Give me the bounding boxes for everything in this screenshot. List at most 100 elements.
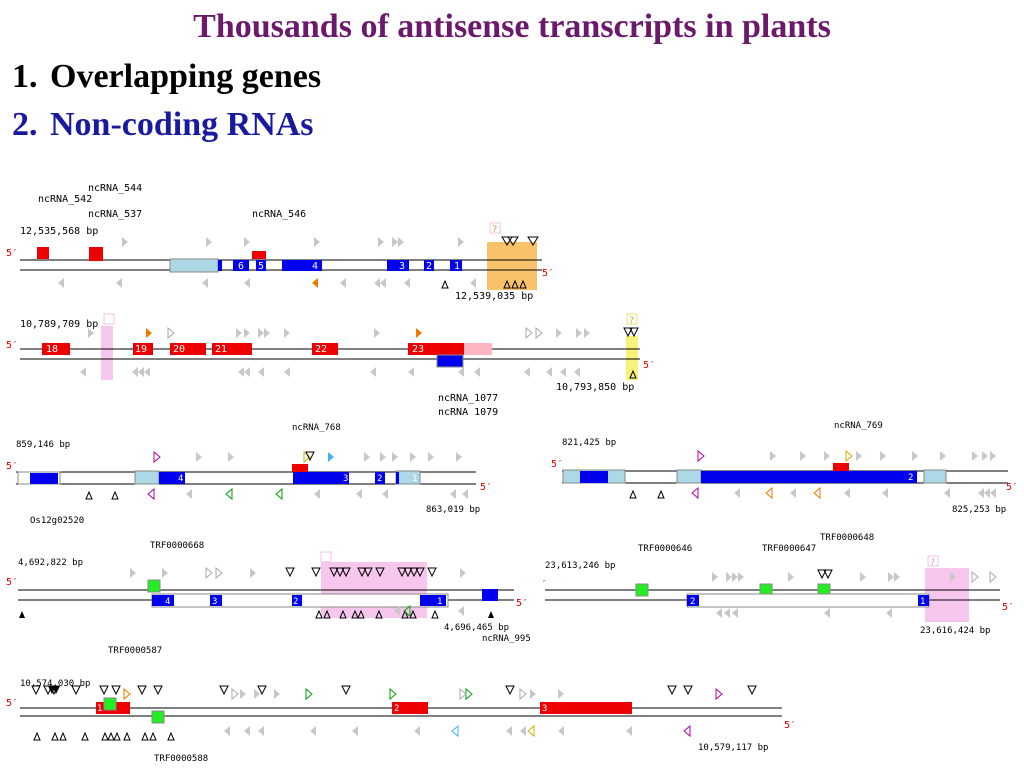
ncrna-label: ncRNA_546 — [252, 209, 306, 220]
point-1-number: 1. — [12, 58, 38, 95]
tss-markers — [623, 327, 639, 379]
utr-region — [676, 469, 702, 484]
purple-arrow — [147, 487, 155, 501]
track-5: TRF0000668 4,692,822 bp 5′ 4 3 2 1 — [6, 541, 531, 644]
track-3: ncRNA_768 859,146 bp 5′ 4 3 2 1 — [6, 423, 492, 526]
exon-number: 2 — [690, 597, 695, 607]
question-box — [489, 222, 501, 234]
coord-start: 12,535,568 bp — [20, 226, 98, 237]
coord-end: 10,793,850 bp — [556, 382, 634, 393]
utr-region — [169, 258, 219, 273]
ncrna-exon — [89, 247, 103, 261]
coord-end: 12,539,035 bp — [455, 291, 533, 302]
coord-start: 4,692,822 bp — [18, 558, 83, 568]
coord-start: 859,146 bp — [16, 440, 70, 450]
forward-arrows — [196, 452, 462, 462]
exon — [687, 595, 699, 606]
exon-number: 3 — [212, 597, 217, 607]
exon — [420, 595, 446, 606]
orange-arrow — [813, 486, 821, 500]
coord-start: 23,613,246 bp — [545, 561, 615, 571]
coord-start: 10,789,709 bp — [20, 319, 98, 330]
forward-arrows — [712, 572, 956, 582]
point-overlapping-genes: 1.Overlapping genes — [12, 58, 321, 96]
coord-end: 863,019 bp — [426, 505, 480, 515]
tss-markers — [285, 567, 439, 619]
strand-label: 5′ — [6, 698, 18, 709]
highlight-orange — [487, 242, 537, 290]
exon-number: 18 — [46, 344, 58, 355]
strand-label: 5′ — [6, 340, 18, 351]
ncrna-label: ncRNA_537 — [88, 209, 142, 220]
purple-arrow — [697, 449, 705, 463]
trf-marker — [103, 697, 117, 711]
ncrna-label: ncRNA_542 — [38, 194, 92, 205]
exon-number: 2 — [377, 474, 382, 484]
gene-label: Os12g02520 — [30, 516, 84, 526]
track-4: ncRNA_769 821,425 bp 5′ 2 — [551, 421, 1018, 515]
reverse-arrows — [224, 726, 632, 736]
forward-arrows-outline — [205, 566, 223, 580]
highlight-pink — [101, 326, 113, 380]
forward-arrows-outline — [231, 687, 527, 701]
exon — [396, 472, 399, 484]
question-mark: ? — [629, 316, 634, 326]
trf-marker — [147, 579, 161, 593]
end-label: 5′ — [784, 720, 796, 731]
point-2-text: Non-coding RNAs — [50, 106, 314, 143]
ncrna-exon — [170, 343, 206, 355]
exon-number: 22 — [315, 344, 327, 355]
forward-arrows — [88, 328, 590, 338]
strand-label: 5′ — [6, 577, 18, 588]
ncrna-exon — [37, 247, 49, 259]
exon-number: 3 — [542, 704, 547, 714]
purple-arrow — [715, 687, 723, 701]
reverse-arrows — [186, 489, 468, 499]
ncrna-label: ncRNA_1077 — [438, 393, 498, 404]
green-arrow — [403, 604, 411, 618]
exon — [375, 472, 385, 484]
exon-number: 1 — [97, 704, 102, 714]
reverse-arrows — [394, 606, 464, 616]
tss-markers — [85, 451, 315, 500]
ncrna-label: ncRNA_995 — [482, 634, 531, 644]
forward-arrows — [130, 568, 466, 578]
exon — [282, 260, 322, 271]
track-1: ? ncRNA_544 ncRNA_542 ncRNA_537 ncRNA_54… — [6, 183, 554, 302]
exon — [424, 260, 434, 271]
black-marker — [488, 611, 494, 618]
reverse-arrows — [80, 367, 580, 377]
exon-number: 1 — [437, 597, 442, 607]
exon — [482, 589, 498, 601]
exon — [159, 472, 185, 484]
exon-number: 6 — [238, 261, 244, 272]
purple-arrow — [153, 450, 161, 464]
slide-title: Thousands of antisense transcripts in pl… — [193, 8, 831, 45]
tss-markers — [441, 236, 539, 289]
ncrna-exon — [42, 343, 70, 355]
exon-number: 5 — [258, 261, 264, 272]
exon-number: 2 — [394, 704, 399, 714]
highlight-yellow — [626, 336, 638, 380]
exon — [152, 595, 174, 606]
question-mark: ? — [492, 225, 497, 235]
green-arrow — [275, 487, 283, 501]
exon — [387, 260, 409, 271]
exon — [436, 354, 464, 368]
coord-end: 10,579,117 bp — [698, 743, 768, 753]
exon-number: 21 — [215, 344, 227, 355]
cyan-arrow — [451, 724, 459, 738]
ncrna-exon — [212, 343, 252, 355]
purple-arrow — [683, 724, 691, 738]
trf-label: TRF0000648 — [820, 533, 874, 543]
question-mark: ? — [930, 558, 935, 568]
black-tss — [48, 686, 60, 694]
ncrna-label: ncRNA 1079 — [438, 407, 498, 418]
end-label: 5′ — [1002, 602, 1014, 613]
question-box — [927, 555, 939, 567]
utr-region — [686, 593, 930, 608]
trf-label: TRF0000587 — [108, 646, 162, 656]
ncrna-label: ncRNA_768 — [292, 423, 341, 433]
exon-number: 2 — [908, 473, 913, 483]
